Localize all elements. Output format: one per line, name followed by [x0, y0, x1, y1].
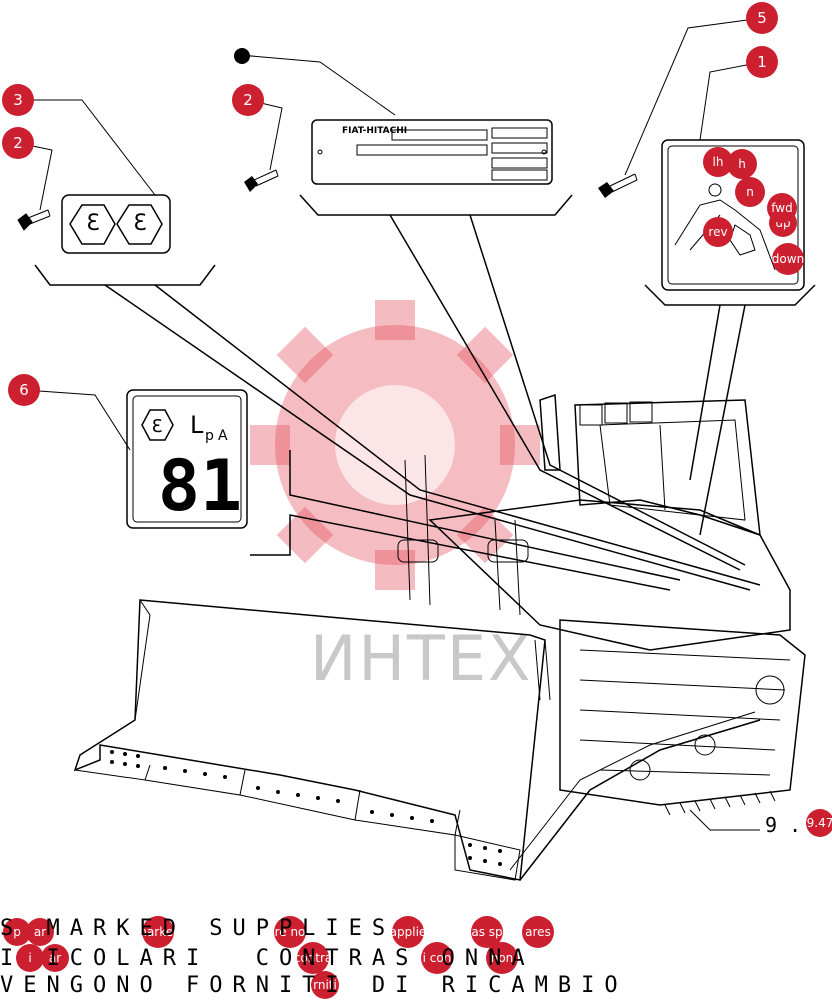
screw-right: [598, 173, 638, 198]
callout-3[interactable]: 3: [2, 84, 34, 116]
svg-text:i: i: [28, 951, 31, 965]
svg-text:down: down: [772, 252, 804, 266]
callout-1[interactable]: 1: [746, 46, 778, 78]
svg-text:n: n: [746, 185, 754, 199]
svg-text:rev: rev: [708, 225, 727, 239]
noise-value: 81: [158, 445, 242, 527]
svg-text:contra: contra: [294, 951, 333, 965]
note-line-3: VENGONO FORNITI DI RICAMBIO: [0, 973, 628, 998]
svg-text:6: 6: [19, 381, 29, 399]
svg-text:applie: applie: [390, 925, 427, 939]
callout-2-left[interactable]: 2: [2, 127, 34, 159]
data-plate: FIAT-HITACHI: [311, 119, 553, 185]
note-bubbles: p ar marked re no applie as sp ares i ar…: [3, 916, 554, 999]
svg-text:L: L: [190, 411, 204, 439]
figure-ref-bubble[interactable]: 9.47: [806, 809, 832, 837]
svg-text:rniti: rniti: [313, 978, 337, 992]
svg-text:marked: marked: [135, 925, 181, 939]
svg-text:Ɛ: Ɛ: [151, 416, 162, 437]
screw-middle: [244, 169, 279, 192]
lever-labels: h lh n up fwd rev down: [703, 147, 804, 275]
svg-text:Ɛ: Ɛ: [133, 211, 147, 236]
svg-text:i con: i con: [423, 951, 452, 965]
svg-text:as sp: as sp: [471, 925, 502, 939]
svg-text:lh: lh: [713, 155, 724, 169]
decal-lever: [661, 139, 805, 291]
figure-ref-text: 9 .: [765, 813, 801, 837]
leader-lines: [34, 194, 816, 831]
svg-text:3: 3: [13, 91, 23, 109]
svg-text:ares: ares: [525, 925, 551, 939]
svg-text:fwd: fwd: [771, 201, 792, 215]
svg-text:9.47: 9.47: [807, 816, 832, 830]
svg-text:non: non: [491, 951, 514, 965]
svg-text:2: 2: [13, 134, 23, 152]
callout-2-middle[interactable]: 2: [232, 84, 264, 116]
svg-text:ar: ar: [34, 925, 46, 939]
watermark-text: ИНТЕХ: [310, 622, 533, 695]
svg-text:ar: ar: [49, 951, 61, 965]
bulldozer-illustration: [73, 393, 806, 881]
svg-text:p: p: [205, 428, 214, 444]
marked-bullet: [234, 48, 250, 64]
svg-text:re no: re no: [275, 925, 306, 939]
svg-text:A: A: [218, 428, 228, 444]
note-line-2: I ICOLARI CONTRAS ONNA: [0, 946, 535, 971]
svg-text:1: 1: [757, 53, 767, 71]
note-line-1: S MARKED SUPPLIES: [0, 916, 396, 941]
callout-5[interactable]: 5: [746, 2, 778, 34]
svg-text:h: h: [738, 157, 746, 171]
noise-sign: Ɛ L p A 81: [126, 389, 248, 529]
plate-brand: FIAT-HITACHI: [342, 126, 407, 136]
screw-left: [17, 209, 51, 231]
svg-text:p: p: [13, 925, 21, 939]
decal-hex-pair: Ɛ Ɛ: [61, 194, 171, 254]
callout-6[interactable]: 6: [8, 374, 40, 406]
svg-text:Ɛ: Ɛ: [86, 211, 100, 236]
svg-text:2: 2: [243, 91, 253, 109]
svg-text:5: 5: [757, 9, 767, 27]
